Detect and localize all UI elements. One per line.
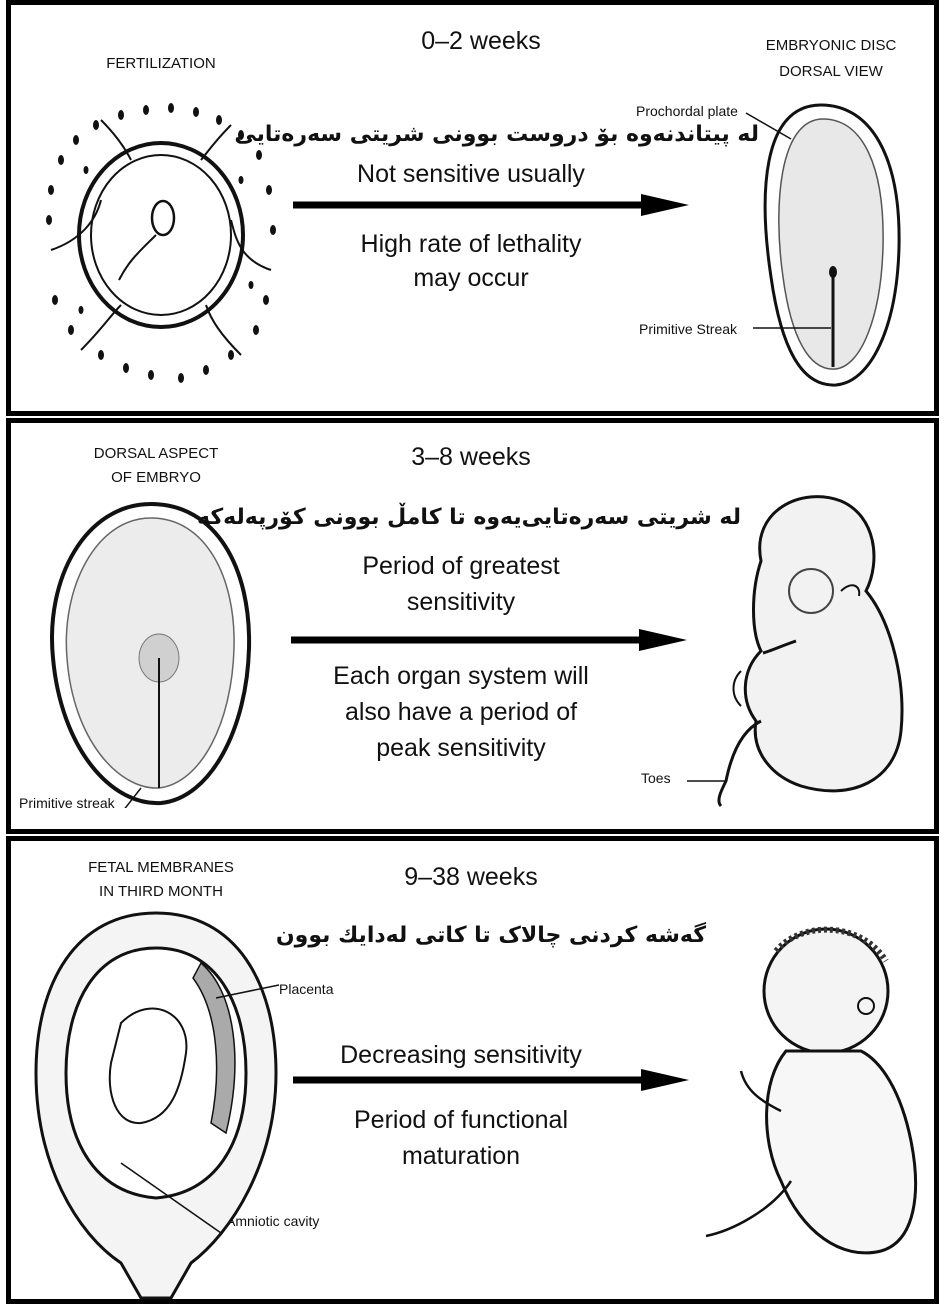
panel-1-kurdish-caption: لە پیتاندنەوە بۆ دروست بوونی شریتی سەرەت… <box>259 122 759 147</box>
panel-3-weeks-title: 9–38 weeks <box>361 863 581 892</box>
dorsal-view-label: DORSAL VIEW <box>736 61 926 83</box>
embryonic-disc-drawing <box>751 97 911 397</box>
primitive-streak-label: Primitive Streak <box>639 321 737 337</box>
third-month-label: IN THIRD MONTH <box>66 881 256 903</box>
panel-0-2-weeks: 0–2 weeks FERTILIZATION EMBRYONIC DISC D… <box>6 0 939 416</box>
right-arrow-icon <box>291 190 691 220</box>
panel-3-8-weeks: 3–8 weeks DORSAL ASPECT OF EMBRYO لە شری… <box>6 418 939 834</box>
panel-3-kurdish-caption: گەشە کردنی چالاک تا کاتی لەدایك بوون <box>241 923 741 948</box>
fetal-membranes-label: FETAL MEMBRANES <box>66 857 256 879</box>
embryo-drawing <box>701 481 931 811</box>
panel-9-38-weeks: 9–38 weeks FETAL MEMBRANES IN THIRD MONT… <box>6 836 939 1304</box>
prochordal-plate-leader <box>741 111 801 141</box>
right-arrow-icon <box>289 625 689 655</box>
panel-3-line-3: maturation <box>301 1139 621 1173</box>
prochordal-plate-label: Prochordal plate <box>636 103 738 119</box>
panel-1-weeks-title: 0–2 weeks <box>371 27 591 56</box>
fertilization-egg-drawing <box>41 100 281 390</box>
fertilization-label: FERTILIZATION <box>81 53 241 75</box>
panel-1-line-3: may occur <box>311 261 631 295</box>
right-arrow-icon <box>291 1065 691 1095</box>
panel-2-weeks-title: 3–8 weeks <box>361 443 581 472</box>
fetal-membranes-drawing <box>21 903 291 1303</box>
panel-2-line-1: Period of greatest <box>301 549 621 583</box>
of-embryo-label: OF EMBRYO <box>71 467 241 489</box>
panel-2-kurdish-caption: لە شریتی سەرەتایی‌یەوە تا کامڵ بوونی کۆر… <box>241 505 741 530</box>
dorsal-embryo-drawing <box>41 498 261 808</box>
toes-label: Toes <box>641 770 671 786</box>
panel-1-line-1: Not sensitive usually <box>311 157 631 191</box>
primitive-streak-leader <box>753 323 833 333</box>
fetus-drawing <box>691 911 931 1291</box>
panel-2-line-4: also have a period of <box>301 695 621 729</box>
dorsal-aspect-label: DORSAL ASPECT <box>71 443 241 465</box>
panel-2-line-3: Each organ system will <box>301 659 621 693</box>
panel-2-line-2: sensitivity <box>301 585 621 619</box>
panel-3-line-2: Period of functional <box>301 1103 621 1137</box>
embryonic-disc-label: EMBRYONIC DISC <box>736 35 926 57</box>
panel-1-line-2: High rate of lethality <box>311 227 631 261</box>
panel-2-line-5: peak sensitivity <box>301 731 621 765</box>
toes-leader <box>687 776 727 786</box>
